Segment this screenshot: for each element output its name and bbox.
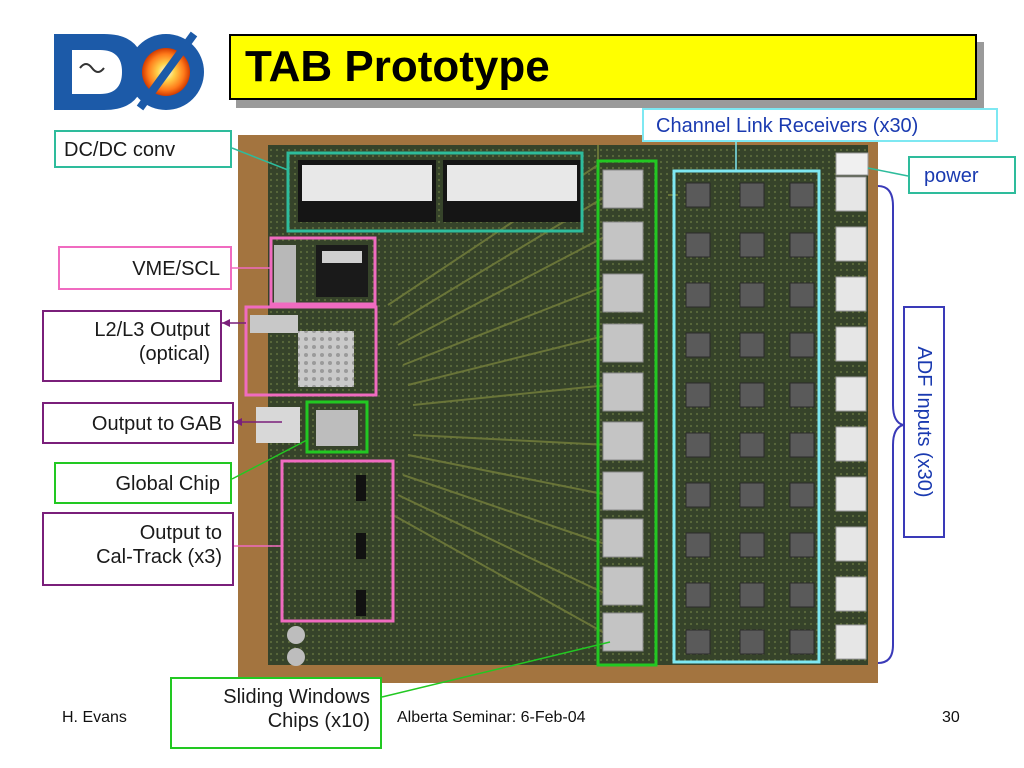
global-chip-label: Global Chip xyxy=(54,462,232,504)
footer-event: Alberta Seminar: 6-Feb-04 xyxy=(397,709,586,726)
adf-label: ADF Inputs (x30) xyxy=(903,306,945,538)
sliding-windows-label: Sliding Windows Chips (x10) xyxy=(170,677,382,749)
title-box: TAB Prototype xyxy=(229,34,977,100)
vme-label: VME/SCL xyxy=(58,246,232,290)
channel-link-label: Channel Link Receivers (x30) xyxy=(642,108,998,142)
d0-logo xyxy=(44,20,214,120)
footer-author: H. Evans xyxy=(62,709,127,726)
power-label: power xyxy=(908,156,1016,194)
dcdc-label: DC/DC conv xyxy=(54,130,232,168)
footer-page-number: 30 xyxy=(942,709,960,726)
page-title: TAB Prototype xyxy=(245,42,550,91)
l2l3-label: L2/L3 Output (optical) xyxy=(42,310,222,382)
gab-label: Output to GAB xyxy=(42,402,234,444)
caltrack-label: Output to Cal-Track (x3) xyxy=(42,512,234,586)
